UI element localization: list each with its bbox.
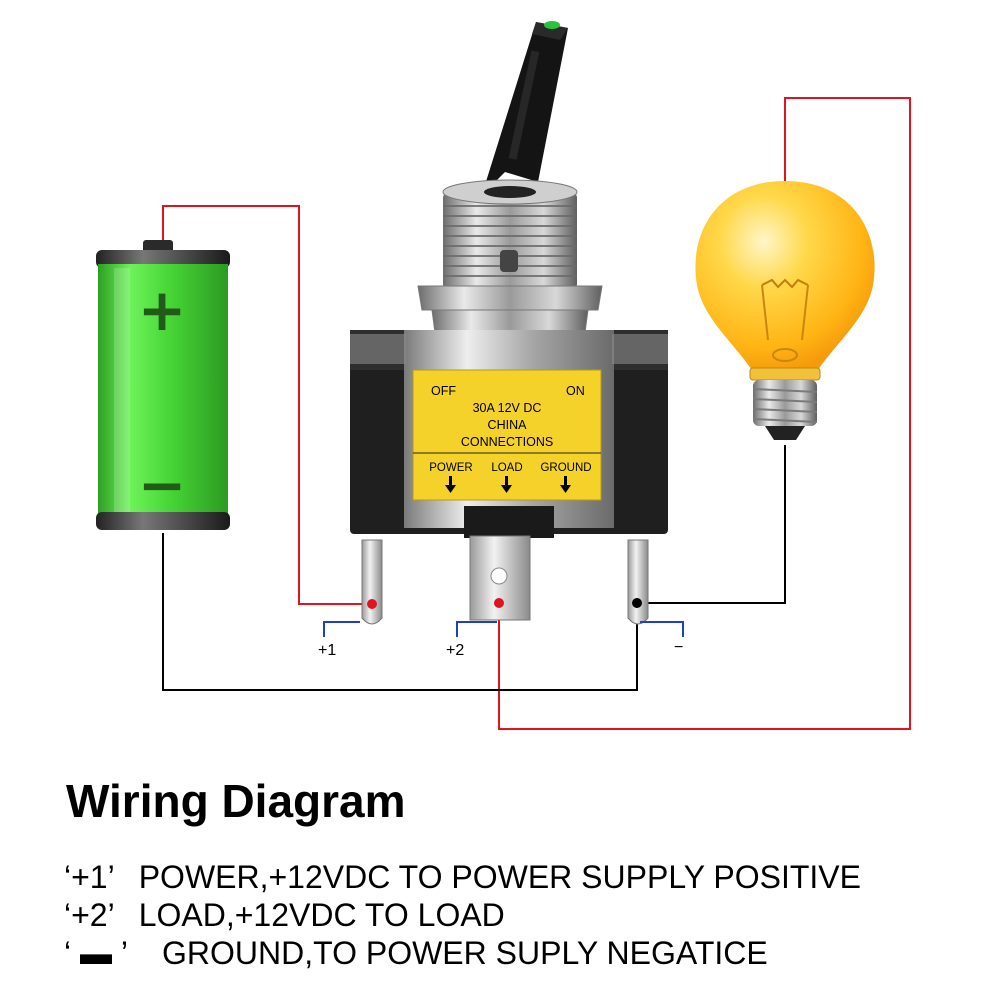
switch-rating: 30A 12V DC [473, 401, 542, 415]
battery-icon: + − [96, 240, 230, 530]
arrow-down-icon [445, 476, 571, 493]
light-bulb-icon [695, 181, 875, 440]
legend-description: POWER,+12VDC TO POWER SUPPLY POSITIVE [138, 858, 861, 895]
ground-connection-dot [632, 598, 642, 608]
switch-ground-label: GROUND [540, 462, 591, 474]
battery-plus-sign: + [138, 276, 187, 344]
legend-description: LOAD,+12VDC TO LOAD [138, 896, 505, 933]
terminal-markers: +1 +2 − [318, 621, 684, 659]
legend-key-open-quote: ‘ [64, 934, 80, 971]
positive-wire-load-to-bulb [498, 97, 911, 730]
ground-wire-bulb-to-ground [637, 445, 786, 604]
terminal-label-minus: − [674, 639, 683, 656]
legend-item-plus2: ‘+2’ LOAD,+12VDC TO LOAD [64, 896, 984, 934]
page-title: Wiring Diagram [66, 775, 406, 827]
power-connection-dot [367, 599, 377, 609]
legend-key: ‘+1’ [64, 858, 115, 895]
load-connection-dot [494, 598, 504, 608]
legend: ‘+1’ POWER,+12VDC TO POWER SUPPLY POSITI… [64, 858, 984, 972]
switch-origin: CHINA [488, 418, 528, 432]
wires [162, 97, 911, 730]
switch-on-label: ON [566, 384, 585, 398]
ground-wire-battery-to-ground [162, 533, 638, 691]
legend-item-plus1: ‘+1’ POWER,+12VDC TO POWER SUPPLY POSITI… [64, 858, 984, 896]
ground-dash-icon: ▬ [80, 934, 112, 971]
legend-key-close-quote: ’ [112, 934, 128, 971]
switch-off-label: OFF [431, 384, 456, 398]
legend-key: ‘+2’ [64, 896, 115, 933]
wiring-diagram: + − OF [96, 21, 911, 730]
battery-minus-sign: − [138, 451, 187, 519]
positive-wire-battery-to-power [162, 205, 372, 605]
terminal-ground-pin [627, 539, 649, 625]
switch-load-label: LOAD [491, 462, 522, 474]
legend-key: ‘ ▬ ’ [64, 935, 128, 972]
terminal-power-pin [361, 539, 383, 625]
terminal-label-plus2: +2 [446, 642, 464, 659]
toggle-switch-icon: OFF ON 30A 12V DC CHINA CONNECTIONS POWE… [350, 21, 668, 625]
terminal-label-plus1: +1 [318, 642, 336, 659]
bulb-screw-base [752, 380, 818, 440]
switch-power-label: POWER [429, 462, 472, 474]
legend-item-ground: ‘ ▬ ’ GROUND,TO POWER SUPLY NEGATICE [64, 934, 984, 972]
legend-description: GROUND,TO POWER SUPLY NEGATICE [162, 934, 768, 971]
switch-connections-title: CONNECTIONS [461, 435, 553, 449]
lever-indicator-led [544, 21, 560, 29]
